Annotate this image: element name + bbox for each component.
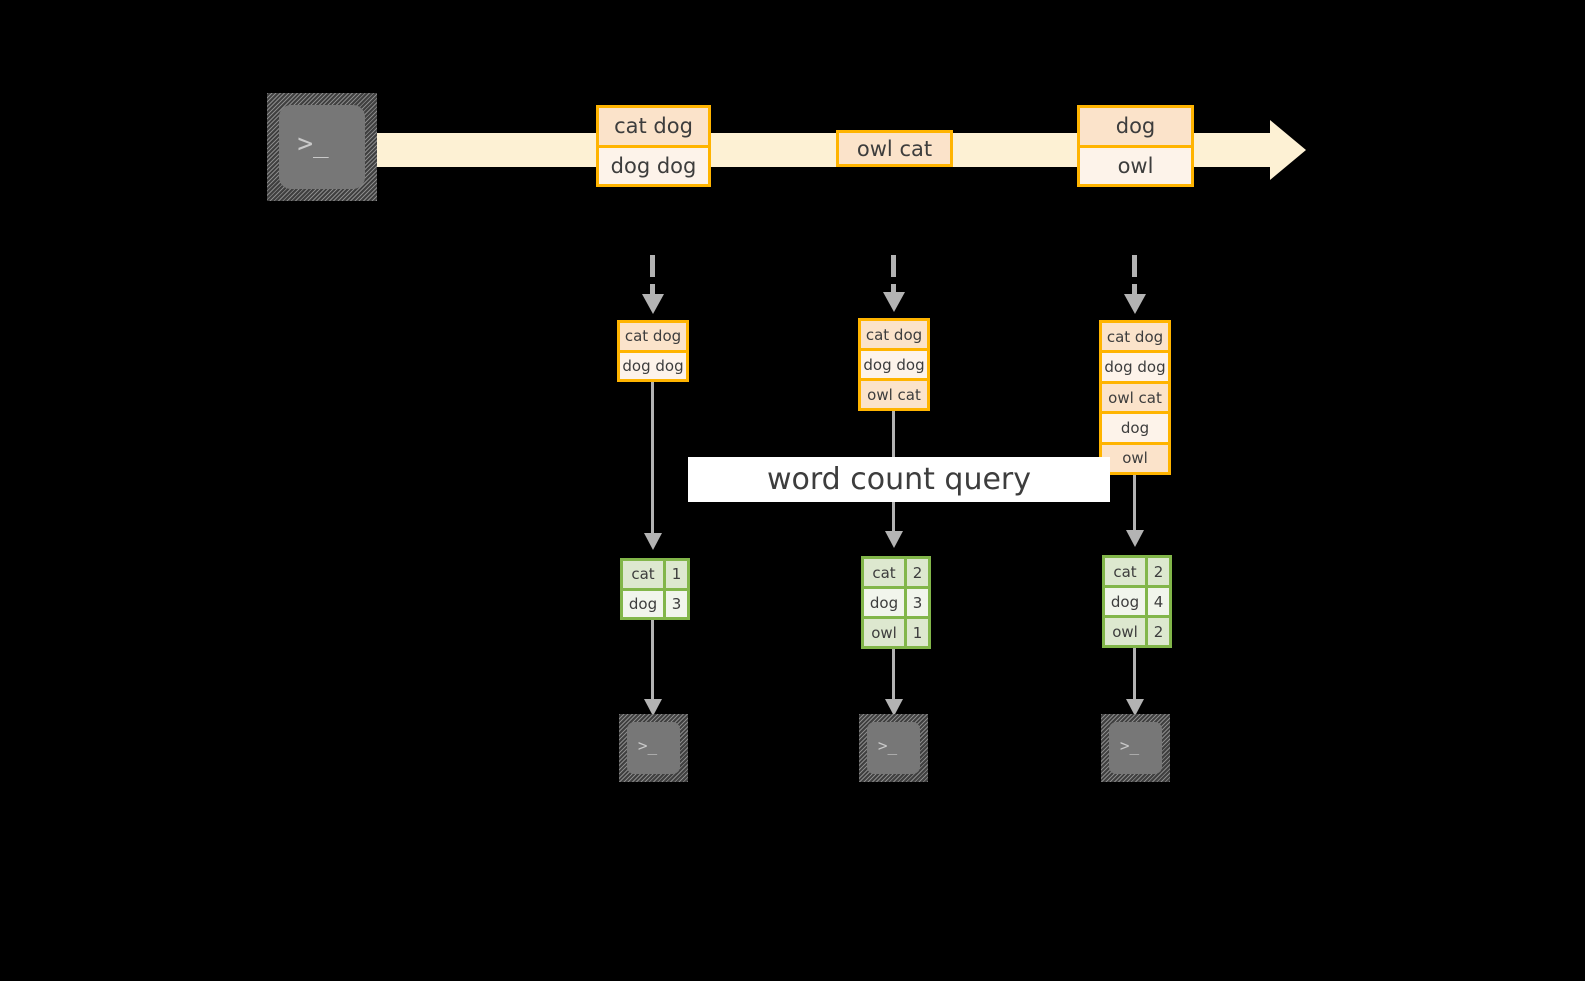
result-word-cell: dog: [1105, 588, 1146, 615]
snapshot-record-line: cat dog: [1102, 323, 1168, 351]
stream-batch-line: dog: [1080, 108, 1191, 145]
stream-batch-line: cat dog: [599, 108, 708, 145]
snapshot-2-result-table[interactable]: cat 2 dog 3 owl 1: [861, 556, 931, 649]
table-row: owl 1: [864, 616, 928, 646]
result-count-cell: 2: [1145, 618, 1169, 645]
snapshot-record-line: cat dog: [620, 323, 686, 350]
snapshot-3-query-arrowhead: [1126, 530, 1144, 547]
snapshot-3-result-table[interactable]: cat 2 dog 4 owl 2: [1102, 555, 1172, 648]
result-word-cell: cat: [864, 559, 905, 586]
table-row: owl 2: [1105, 615, 1169, 645]
snapshot-3-records[interactable]: cat dog dog dog owl cat dog owl: [1099, 320, 1171, 475]
snapshot-1-dashed-connector: [650, 284, 655, 296]
result-count-cell: 4: [1145, 588, 1169, 615]
snapshot-2-dashed-connector: [891, 255, 896, 277]
snapshot-2-dashed-arrowhead: [883, 292, 905, 312]
snapshot-record-line: owl: [1102, 441, 1168, 472]
snapshot-1-query-arrowhead: [644, 533, 662, 550]
result-count-cell: 3: [904, 589, 928, 616]
stream-batch-line: dog dog: [599, 144, 708, 184]
result-word-cell: dog: [623, 590, 664, 617]
snapshot-2-query-arrowhead: [885, 531, 903, 548]
stream-batch-1[interactable]: cat dog dog dog: [596, 105, 711, 187]
snapshot-record-line: owl cat: [861, 378, 927, 408]
snapshot-1-query-connector: [651, 382, 654, 537]
snapshot-1-sink-terminal-icon[interactable]: >_: [619, 714, 688, 782]
snapshot-2-records[interactable]: cat dog dog dog owl cat: [858, 318, 930, 411]
terminal-prompt-label: >_: [1119, 736, 1140, 755]
snapshot-record-line: owl cat: [1102, 380, 1168, 412]
source-terminal-icon[interactable]: >_: [267, 93, 377, 201]
stream-batch-line: owl cat: [839, 133, 950, 164]
table-row: dog 3: [623, 587, 687, 617]
snapshot-1-records[interactable]: cat dog dog dog: [617, 320, 689, 382]
table-row: cat 2: [1105, 558, 1169, 585]
snapshot-1-result-table[interactable]: cat 1 dog 3: [620, 558, 690, 620]
snapshot-1-sink-arrowhead: [644, 699, 662, 716]
table-row: dog 4: [1105, 585, 1169, 615]
result-word-cell: cat: [623, 561, 664, 588]
snapshot-2-sink-terminal-icon[interactable]: >_: [859, 714, 928, 782]
terminal-prompt-label: >_: [637, 736, 658, 755]
snapshot-3-sink-arrowhead: [1126, 699, 1144, 716]
result-count-cell: 2: [904, 559, 928, 586]
result-word-cell: owl: [864, 619, 905, 646]
table-row: cat 2: [864, 559, 928, 586]
result-word-cell: owl: [1105, 618, 1146, 645]
snapshot-record-line: cat dog: [861, 321, 927, 348]
snapshot-2-dashed-connector: [891, 284, 896, 294]
snapshot-3-sink-connector: [1133, 648, 1136, 703]
snapshot-1-dashed-arrowhead: [642, 294, 664, 314]
result-count-cell: 1: [904, 619, 928, 646]
table-row: cat 1: [623, 561, 687, 588]
snapshot-1-dashed-connector: [650, 255, 655, 277]
result-word-cell: cat: [1105, 558, 1146, 585]
snapshot-3-dashed-connector: [1132, 255, 1137, 277]
result-word-cell: dog: [864, 589, 905, 616]
snapshot-record-line: dog dog: [861, 348, 927, 378]
terminal-prompt-label: >_: [297, 129, 329, 159]
snapshot-1-sink-connector: [651, 620, 654, 703]
snapshot-2-sink-arrowhead: [885, 699, 903, 716]
snapshot-3-dashed-arrowhead: [1124, 294, 1146, 314]
page-title: word count query: [766, 462, 1032, 497]
snapshot-3-query-connector: [1133, 475, 1136, 534]
result-count-cell: 2: [1145, 558, 1169, 585]
stream-batch-2[interactable]: owl cat: [836, 130, 953, 167]
stream-batch-line: owl: [1080, 144, 1191, 184]
snapshot-3-sink-terminal-icon[interactable]: >_: [1101, 714, 1170, 782]
snapshot-record-line: dog dog: [620, 349, 686, 379]
query-label-band: word count query: [688, 457, 1110, 502]
stream-arrow-head: [1270, 120, 1306, 180]
table-row: dog 3: [864, 586, 928, 616]
result-count-cell: 1: [663, 561, 687, 588]
snapshot-record-line: dog dog: [1102, 350, 1168, 381]
snapshot-3-dashed-connector: [1132, 284, 1137, 296]
result-count-cell: 3: [663, 590, 687, 617]
terminal-prompt-label: >_: [877, 736, 898, 755]
snapshot-record-line: dog: [1102, 411, 1168, 442]
stream-batch-3[interactable]: dog owl: [1077, 105, 1194, 187]
snapshot-2-sink-connector: [892, 649, 895, 703]
